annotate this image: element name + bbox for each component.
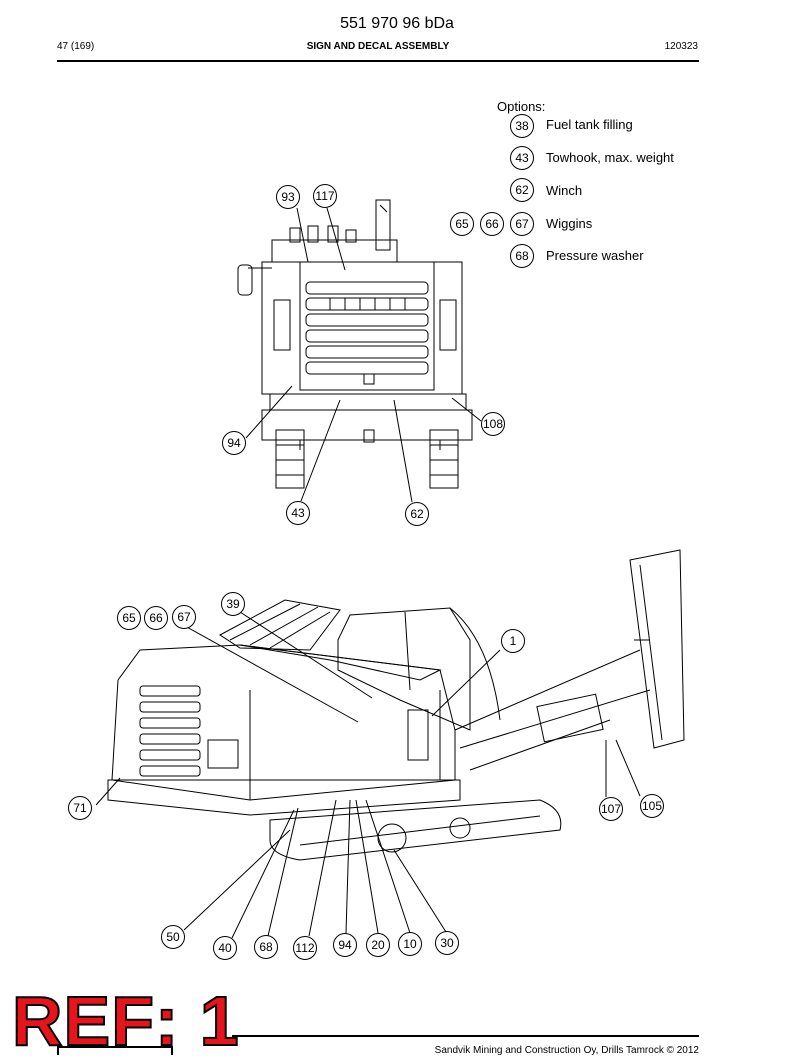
header-rule — [57, 60, 699, 62]
callout: 1 — [501, 629, 525, 653]
callout: 62 — [405, 502, 429, 526]
callout: 112 — [293, 936, 317, 960]
option-label: Wiggins — [546, 216, 593, 231]
callout: 67 — [172, 605, 196, 629]
option-callout: 62 — [510, 178, 534, 202]
document-date: 120323 — [664, 41, 698, 52]
callout: 66 — [144, 606, 168, 630]
callout: 43 — [286, 501, 310, 525]
option-callout: 43 — [510, 146, 534, 170]
side-view-drill-rig — [95, 549, 685, 939]
callout: 30 — [435, 931, 459, 955]
cooler-grille — [305, 281, 429, 375]
page-number: 47 (169) — [57, 41, 95, 52]
callout: 20 — [366, 933, 390, 957]
option-label: Fuel tank filling — [546, 117, 633, 132]
option-label: Towhook, max. weight — [546, 150, 674, 165]
callout: 10 — [398, 932, 422, 956]
callout: 71 — [68, 796, 92, 820]
company-logo — [57, 1046, 173, 1055]
footer-rule — [232, 1035, 699, 1037]
callout: 94 — [333, 933, 357, 957]
callout: 107 — [599, 797, 623, 821]
option-callout: 65 — [450, 212, 474, 236]
page-title: SIGN AND DECAL ASSEMBLY — [306, 41, 450, 52]
callout: 105 — [640, 794, 664, 818]
footer-copyright: Sandvik Mining and Construction Oy, Dril… — [434, 1045, 699, 1056]
rear-view-drill-rig — [237, 199, 482, 503]
option-callout: 66 — [480, 212, 504, 236]
options-title: Options: — [497, 99, 546, 114]
callout: 93 — [276, 185, 300, 209]
callout: 94 — [222, 431, 246, 455]
front-grille — [139, 685, 201, 777]
callout: 40 — [213, 936, 237, 960]
document-number: 551 970 96 bDa — [340, 15, 454, 32]
option-callout: 68 — [510, 244, 534, 268]
callout: 65 — [117, 606, 141, 630]
option-label: Winch — [546, 183, 583, 198]
callout: 108 — [481, 412, 505, 436]
option-callout: 67 — [510, 212, 534, 236]
callout: 68 — [254, 935, 278, 959]
option-callout: 38 — [510, 114, 534, 138]
callout: 39 — [221, 592, 245, 616]
callout: 117 — [313, 184, 337, 208]
option-label: Pressure washer — [546, 248, 644, 263]
callout: 50 — [161, 925, 185, 949]
ref-stamp: REF: 1 — [11, 982, 240, 1060]
